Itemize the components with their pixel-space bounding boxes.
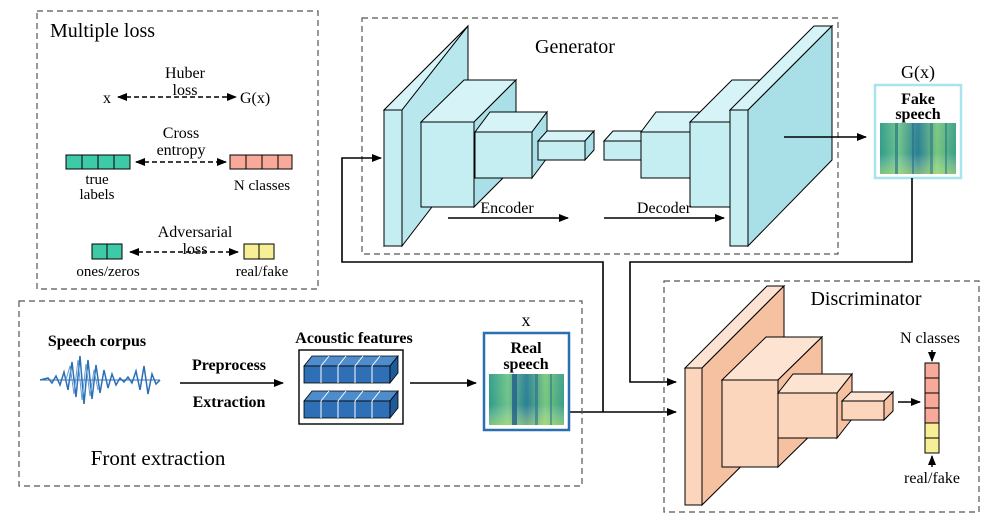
- adversarial-label-line2: loss: [183, 241, 208, 258]
- decoder-label: Decoder: [637, 200, 692, 217]
- encoder-block-4: [536, 129, 596, 162]
- generator-title: Generator: [535, 36, 615, 58]
- preprocess-label: Preprocess: [192, 357, 266, 374]
- acoustic-features-box: [298, 349, 404, 425]
- discriminator-panel: Discriminator: [663, 280, 980, 513]
- ones-zeros-boxes: [91, 243, 123, 260]
- real-spectrogram: [489, 374, 564, 425]
- generator-panel: Generator: [361, 17, 839, 255]
- fake-speech-line1: Fake: [901, 91, 935, 108]
- output-vector: [924, 362, 940, 454]
- huber-loss-row: Huber loss x G(x): [103, 65, 270, 107]
- n-classes-label: N classes: [234, 178, 290, 194]
- disc-n-classes-label: N classes: [900, 330, 960, 347]
- discriminator-title: Discriminator: [810, 288, 921, 310]
- encoder-blocks: [382, 24, 596, 248]
- huber-left-x: x: [103, 90, 111, 107]
- huber-right-gx: G(x): [240, 90, 270, 107]
- front-extraction-border: [18, 300, 583, 487]
- fake-to-discriminator-line: [629, 178, 913, 386]
- front-extraction-title: Front extraction: [91, 446, 226, 470]
- discriminator-block-4: [840, 390, 895, 422]
- real-fake-boxes: [243, 243, 275, 260]
- speech-corpus-label: Speech corpus: [48, 333, 146, 350]
- true-labels-line2: labels: [80, 187, 115, 203]
- huber-label: Huber: [165, 65, 206, 82]
- encoder-label: Encoder: [480, 200, 534, 217]
- multiple-loss-title: Multiple loss: [50, 20, 155, 42]
- acoustic-features-label: Acoustic features: [295, 330, 412, 347]
- cross-entropy-row: Cross entropy true labels N classes: [65, 125, 293, 203]
- disc-real-fake-label: real/fake: [904, 470, 960, 487]
- discriminator-blocks: [683, 284, 895, 507]
- waveform-icon: [39, 355, 161, 405]
- fake-speech-line2: speech: [895, 106, 940, 123]
- feature-row-top: [303, 354, 399, 385]
- real-speech-line1: Real: [510, 340, 542, 357]
- encoder-block-3: [474, 110, 548, 180]
- multiple-loss-panel: Multiple loss Huber loss x G(x) Cross en…: [36, 10, 319, 290]
- discriminator-block-3: [776, 372, 854, 440]
- true-labels-boxes: [65, 154, 131, 170]
- cross-label: Cross: [163, 125, 199, 142]
- front-extraction-panel: Speech corpus Preprocess Extraction Acou…: [18, 300, 583, 487]
- decoder-blocks: [602, 24, 834, 248]
- fake-spectrogram: [880, 123, 956, 174]
- fake-speech-output: G(x) Fake speech: [873, 62, 963, 180]
- fake-gx-label: G(x): [901, 62, 935, 83]
- generator-border: [361, 17, 839, 255]
- extraction-label: Extraction: [193, 394, 266, 411]
- real-fake-label: real/fake: [236, 264, 289, 280]
- real-speech-line2: speech: [503, 356, 548, 373]
- ones-zeros-label: ones/zeros: [76, 264, 139, 280]
- n-classes-boxes: [229, 154, 293, 170]
- decoder-block-4: [728, 24, 834, 248]
- real-to-generator-line: [341, 154, 604, 412]
- discriminator-border: [663, 280, 980, 513]
- cross-label-line2: entropy: [157, 142, 206, 159]
- adversarial-loss-row: Adversarial loss ones/zeros real/fake: [76, 224, 288, 280]
- adversarial-label: Adversarial: [158, 224, 233, 241]
- feature-row-bottom: [303, 389, 399, 420]
- true-labels-line1: true: [85, 172, 109, 188]
- multiple-loss-border: [36, 10, 319, 290]
- real-x-label: x: [522, 310, 531, 330]
